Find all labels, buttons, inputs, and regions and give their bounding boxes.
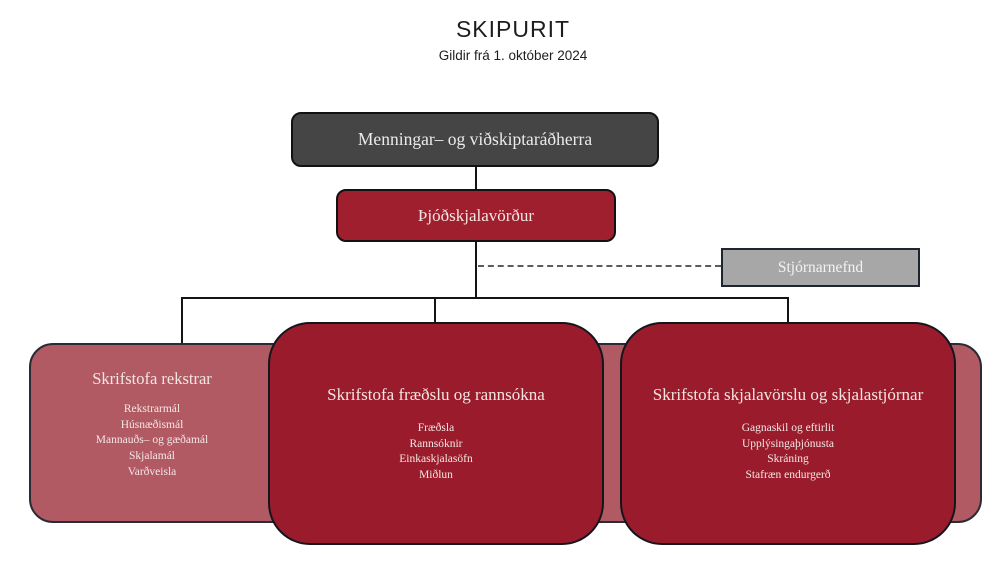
department-task: Rekstrarmál [123,403,181,415]
records-management-department-content: Skrifstofa skjalavörslu og skjalastjórna… [620,384,956,484]
records-management-department-box [620,322,956,545]
department-task-list: Gagnaskil og eftirlit Upplýsingaþjónusta… [620,421,956,484]
board-label: Stjórnarnefnd [777,258,864,276]
director-label: Þjóðskjalavörður [417,205,535,225]
department-title: Skrifstofa skjalavörslu og skjalastjórna… [652,385,924,404]
department-task: Upplýsingaþjónusta [742,437,834,450]
department-title: Skrifstofa rekstrar [92,369,212,388]
department-task: Varðveisla [127,465,177,478]
department-task-list: Rekstrarmál Húsnæðismál Mannauðs– og gæð… [29,402,275,481]
department-task: Fræðsla [417,422,455,434]
connector-drop-right-department [787,297,789,325]
director-box: Þjóðskjalavörður [336,189,616,242]
department-task: Mannauðs– og gæðamál [95,434,209,447]
department-task: Skráning [767,453,809,466]
department-task: Einkaskjalasöfn [399,453,473,466]
minister-label: Menningar– og viðskiptaráðherra [357,129,593,149]
department-task: Rannsóknir [409,437,463,450]
department-task: Stafræn endurgerð [745,469,831,482]
department-task: Skjalamál [129,450,175,463]
minister-box: Menningar– og viðskiptaráðherra [291,112,659,167]
connector-minister-to-director [475,166,477,190]
connector-drop-left-department [181,297,183,345]
connector-departments-horizontal [181,297,789,299]
department-task: Gagnaskil og eftirlit [741,422,835,434]
connector-director-to-departments [475,242,477,299]
department-task-list: Fræðsla Rannsóknir Einkaskjalasöfn Miðlu… [268,421,604,484]
department-task: Húsnæðismál [120,418,184,431]
education-research-department-content: Skrifstofa fræðslu og rannsókna Fræðsla … [268,384,604,484]
education-research-department-box [268,322,604,545]
chart-subtitle: Gildir frá 1. október 2024 [438,48,588,63]
dashed-connector-to-board [478,265,721,267]
connector-drop-middle-department [434,297,436,325]
board-box: Stjórnarnefnd [721,248,920,287]
operations-department-content: Skrifstofa rekstrar Rekstrarmál Húsnæðis… [29,368,275,481]
department-task: Miðlun [419,469,453,482]
department-title: Skrifstofa fræðslu og rannsókna [327,385,545,404]
chart-header: SKIPURIT Gildir frá 1. október 2024 [13,16,1000,63]
chart-title: SKIPURIT [455,16,571,42]
